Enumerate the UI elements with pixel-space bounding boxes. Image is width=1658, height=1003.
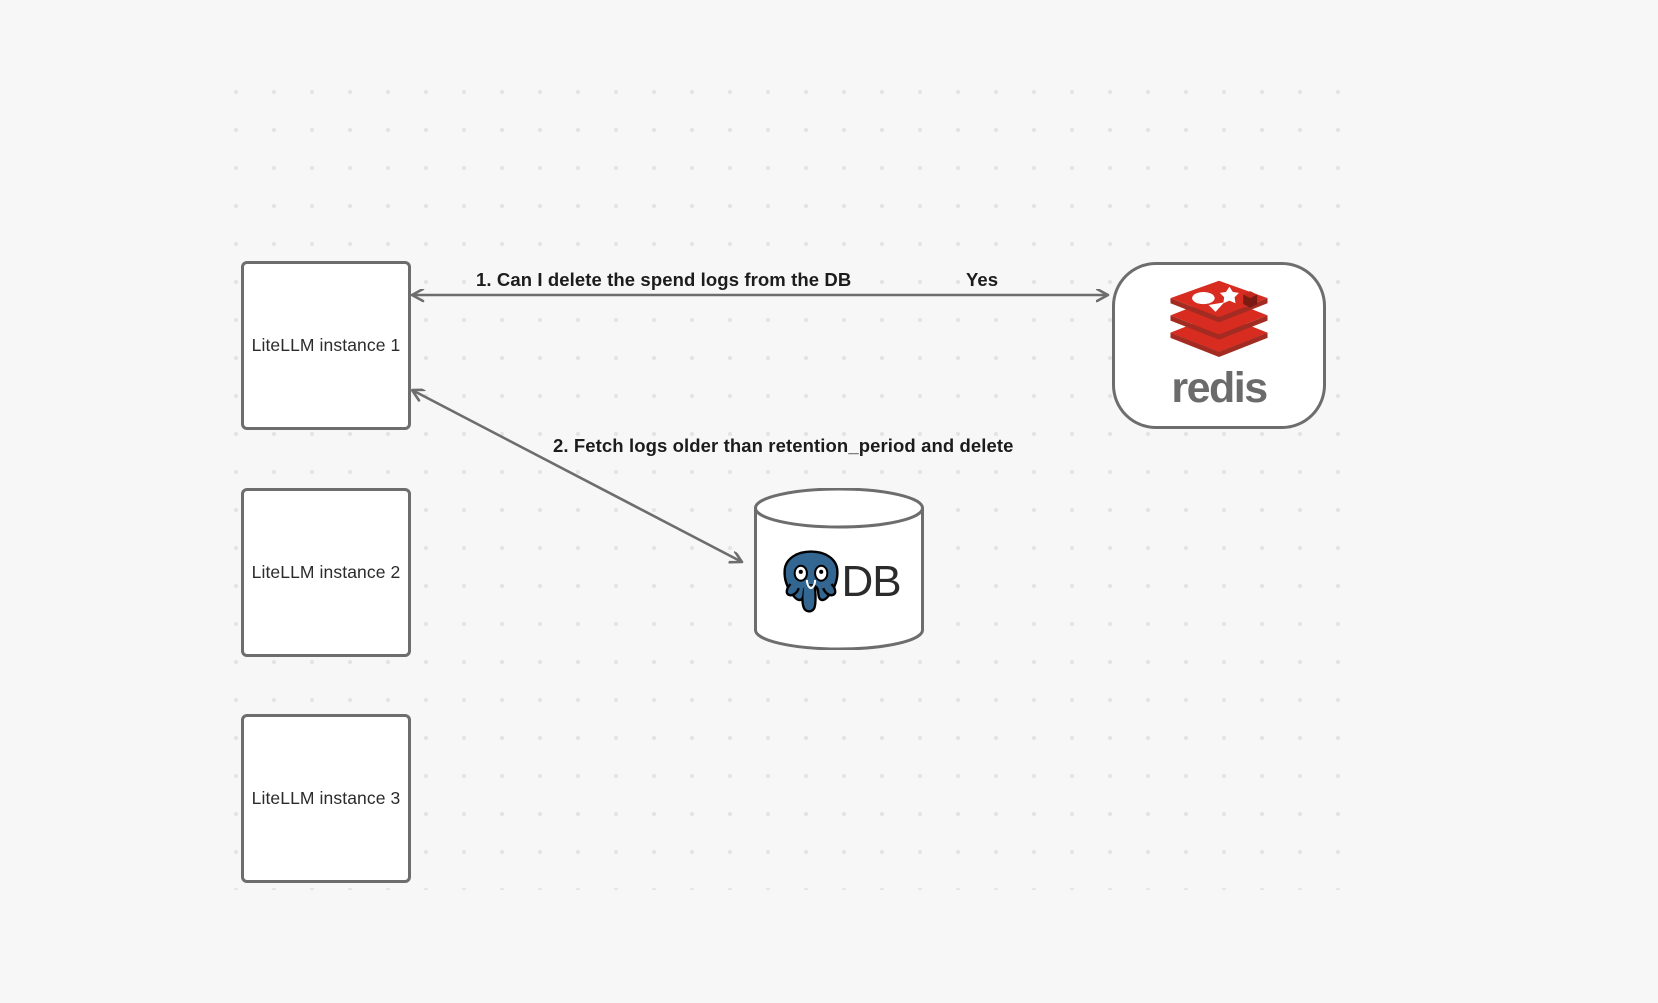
- node-litellm-instance-1-label: LiteLLM instance 1: [251, 335, 401, 355]
- node-redis-label: redis: [1171, 363, 1268, 412]
- edge-1-label: 1. Can I delete the spend logs from the …: [476, 269, 852, 290]
- edge-1-reply-label: Yes: [966, 269, 999, 290]
- node-redis[interactable]: redis: [1112, 262, 1326, 429]
- node-db-label: DB: [841, 557, 901, 606]
- edge-litellm1-db: [412, 390, 742, 562]
- node-litellm-instance-1[interactable]: LiteLLM instance 1: [241, 261, 411, 430]
- node-litellm-instance-3[interactable]: LiteLLM instance 3: [241, 714, 411, 883]
- node-litellm-instance-3-label: LiteLLM instance 3: [251, 788, 401, 808]
- redis-logo-icon: [1165, 279, 1273, 362]
- db-cylinder-shape: [754, 488, 924, 650]
- node-db[interactable]: DB: [753, 488, 925, 650]
- node-litellm-instance-2[interactable]: LiteLLM instance 2: [241, 488, 411, 657]
- node-litellm-instance-2-label: LiteLLM instance 2: [251, 562, 401, 582]
- edge-2-label: 2. Fetch logs older than retention_perio…: [553, 435, 1014, 456]
- postgresql-elephant-icon: [777, 546, 845, 619]
